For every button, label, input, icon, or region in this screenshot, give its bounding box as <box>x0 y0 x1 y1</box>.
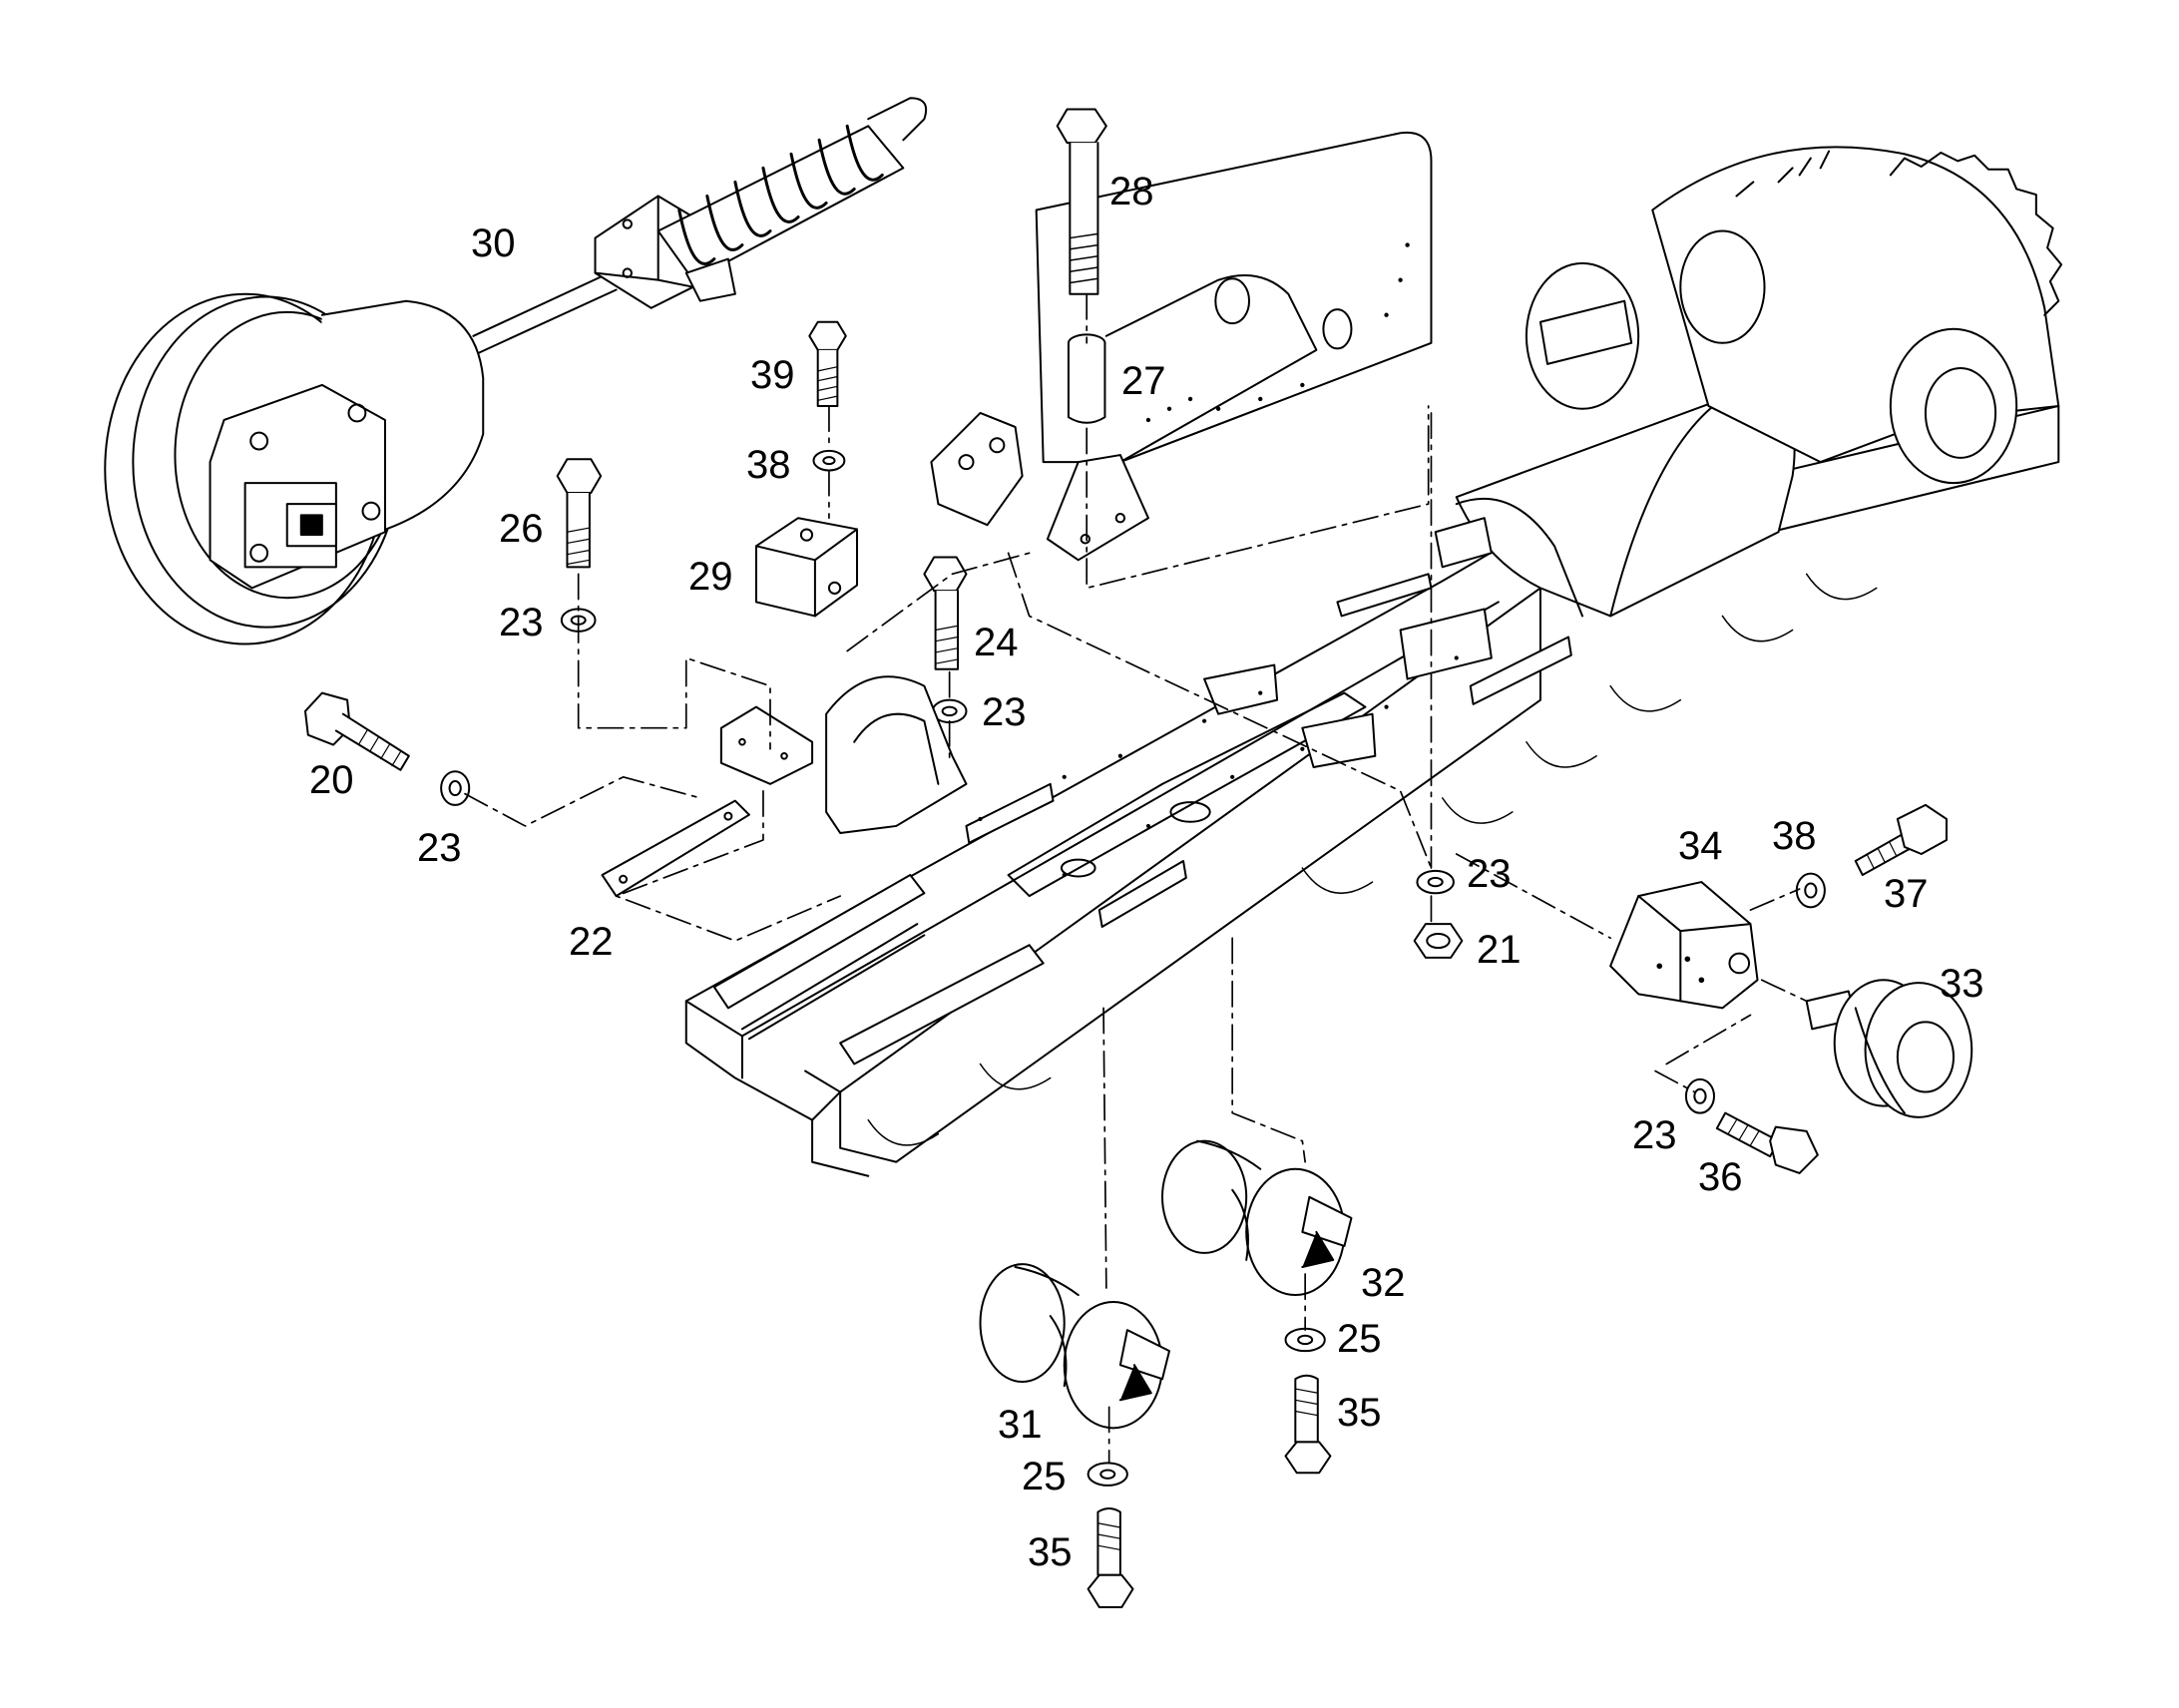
callout-30: 30 <box>471 221 516 265</box>
washer-icon <box>441 771 469 805</box>
mount-bracket <box>1048 455 1148 560</box>
callout-24: 24 <box>974 621 1019 664</box>
callout-35-right: 35 <box>1337 1391 1382 1435</box>
callout-23-mid: 23 <box>982 690 1027 734</box>
callout-32: 32 <box>1361 1261 1406 1305</box>
callout-23-right: 23 <box>1632 1113 1677 1157</box>
frame-plate <box>1037 133 1432 462</box>
callout-23-left: 23 <box>499 601 544 644</box>
assembly-lines <box>464 292 1808 1465</box>
roller-bracket <box>1610 882 1757 1008</box>
callout-23-bolt20: 23 <box>417 826 462 870</box>
callout-35-left: 35 <box>1028 1530 1073 1574</box>
callout-22: 22 <box>569 920 614 964</box>
callout-25-right: 25 <box>1337 1317 1382 1361</box>
callout-34: 34 <box>1678 824 1723 868</box>
callout-37: 37 <box>1884 872 1929 916</box>
sprocket-icon <box>1526 147 2061 483</box>
washer-icon <box>1089 1463 1127 1485</box>
bolt-icon <box>1058 109 1106 293</box>
wear-strip <box>603 801 749 896</box>
washer-icon <box>1686 1079 1714 1113</box>
bolt-icon <box>1286 1376 1331 1474</box>
callout-38-right: 38 <box>1772 814 1817 858</box>
mount-plate <box>931 413 1022 525</box>
callout-36: 36 <box>1698 1155 1743 1199</box>
bolt-icon <box>1717 1113 1818 1173</box>
callout-20: 20 <box>309 758 354 802</box>
callout-27: 27 <box>1121 359 1166 403</box>
bolt-icon <box>1856 805 1947 875</box>
callout-26: 26 <box>499 507 544 551</box>
washer-icon <box>813 451 844 471</box>
callout-39: 39 <box>750 353 795 397</box>
washer-icon <box>1797 874 1825 908</box>
callout-38-top: 38 <box>746 443 791 487</box>
callout-33: 33 <box>1940 962 1984 1006</box>
callout-21: 21 <box>1477 928 1522 972</box>
bolt-icon <box>809 322 845 406</box>
spacer-tube <box>1069 334 1104 422</box>
saddle-bracket <box>721 676 967 833</box>
nut-icon <box>1415 924 1463 958</box>
roller-icon <box>981 1264 1169 1428</box>
washer-icon <box>1417 871 1453 893</box>
callout-29: 29 <box>688 555 733 599</box>
roller-icon <box>1162 1141 1351 1295</box>
callout-28: 28 <box>1109 170 1154 214</box>
mount-block <box>756 518 857 616</box>
washer-icon <box>1286 1329 1325 1351</box>
callout-23-center: 23 <box>1467 852 1512 896</box>
bolt-icon <box>924 558 966 669</box>
bolt-icon <box>558 459 602 567</box>
bolt-icon <box>305 693 409 770</box>
idler-wheel-icon <box>105 98 926 643</box>
callout-25-left: 25 <box>1022 1455 1067 1498</box>
callout-31: 31 <box>998 1403 1043 1447</box>
roller-icon <box>1807 980 1972 1117</box>
bolt-icon <box>1089 1508 1133 1607</box>
